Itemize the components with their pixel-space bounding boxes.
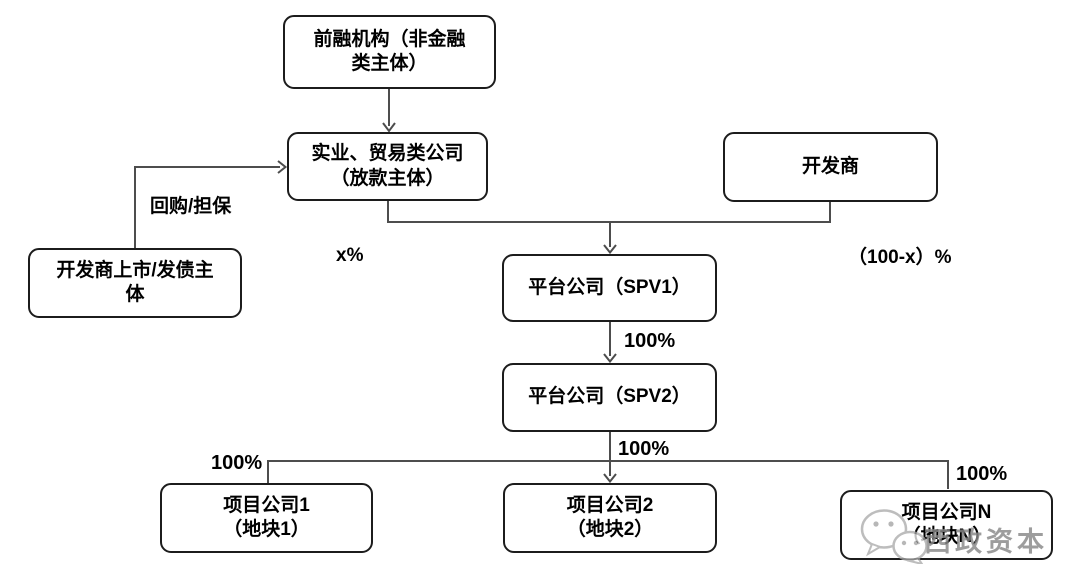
box-project1-line1: 项目公司1 [223, 494, 310, 516]
arrow-down-icon [382, 122, 396, 133]
box-pre-financing-line2: 类主体） [351, 53, 428, 74]
box-spv2: 平台公司（SPV2） [502, 363, 717, 432]
box-spv2-line1: 平台公司（SPV2） [528, 386, 691, 408]
edge-label-to-project2: 100% [618, 438, 670, 460]
box-developer-line1: 开发商 [801, 155, 859, 177]
box-projectN-line1: 项目公司N [901, 501, 992, 523]
box-project2: 项目公司2 （地块2） [503, 483, 717, 553]
arrow-down-icon [603, 244, 617, 255]
connector-listed-to-industrial [134, 166, 280, 248]
box-project2-line1: 项目公司2 [566, 494, 654, 516]
box-pre-financing: 前融机构（非金融 类主体） [283, 15, 496, 89]
box-developer: 开发商 [723, 132, 938, 202]
edge-label-remainder-percent: （100-x）% [848, 247, 952, 268]
box-developer-listed-line1: 开发商上市/发债主 [56, 259, 214, 281]
box-project1: 项目公司1 （地块1） [160, 483, 373, 553]
arrow-down-icon [603, 353, 617, 364]
edge-label-x-percent: x% [336, 245, 364, 266]
box-projectN-line2: （地块N） [901, 526, 992, 547]
arrow-right-icon [277, 160, 288, 174]
box-developer-listed: 开发商上市/发债主 体 [28, 248, 242, 318]
box-project2-line2: （地块2） [566, 519, 654, 540]
box-spv1-line1: 平台公司（SPV1） [528, 276, 691, 298]
connector-branch [267, 460, 949, 489]
box-spv1: 平台公司（SPV1） [502, 254, 717, 322]
box-industrial-trading: 实业、贸易类公司 （放款主体） [287, 132, 488, 201]
edge-label-repurchase-guarantee: 回购/担保 [150, 196, 232, 217]
box-industrial-trading-line1: 实业、贸易类公司 [311, 143, 464, 165]
box-developer-listed-line2: 体 [125, 284, 145, 305]
edge-label-spv1-to-spv2: 100% [624, 330, 676, 352]
arrow-down-icon [603, 473, 617, 484]
box-industrial-trading-line2: （放款主体） [330, 167, 445, 189]
edge-label-to-project1: 100% [211, 452, 263, 474]
box-projectN: 项目公司N （地块N） [840, 490, 1053, 560]
connector-industrial-developer-joint [387, 201, 831, 223]
box-pre-financing-line1: 前融机构（非金融 [313, 28, 466, 50]
box-project1-line2: （地块1） [223, 519, 310, 540]
edge-label-to-projectN: 100% [956, 463, 1008, 485]
